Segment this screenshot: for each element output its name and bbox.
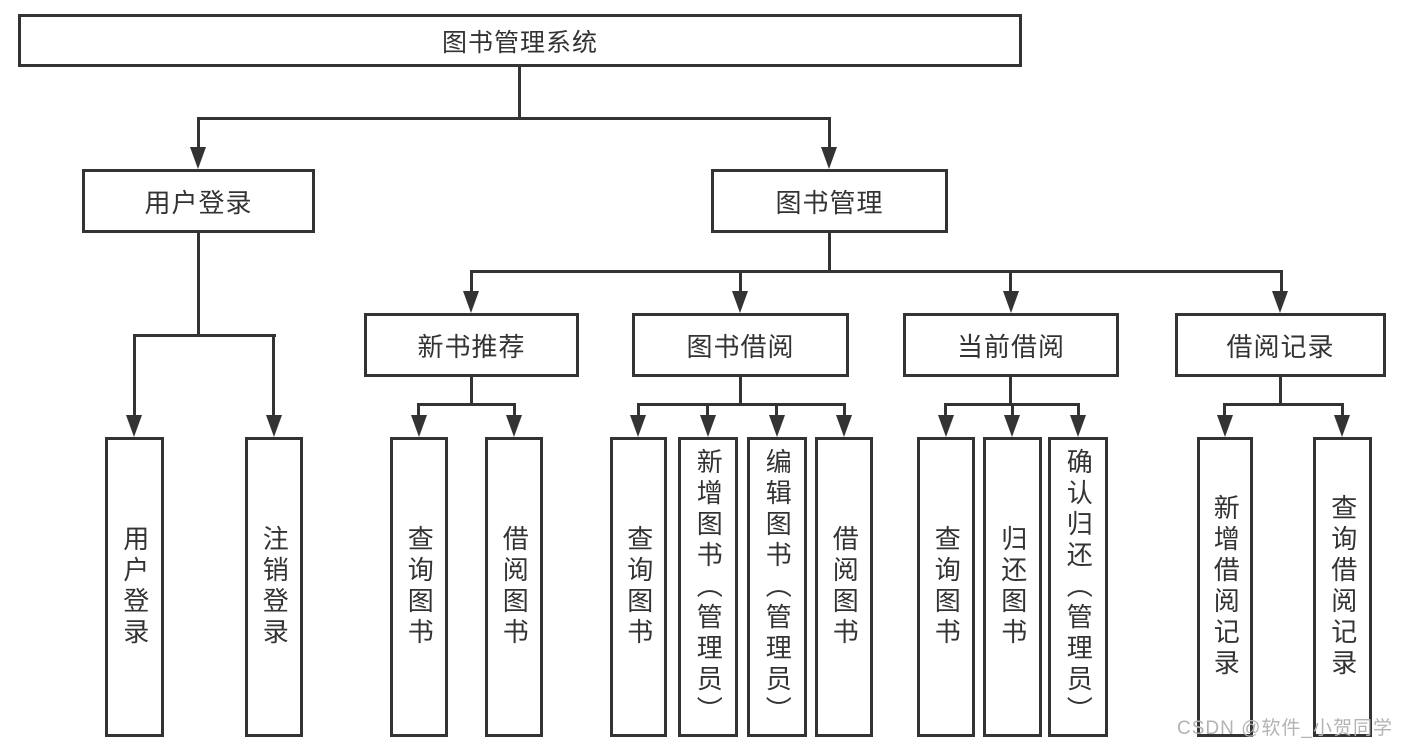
connector-line bbox=[706, 403, 709, 417]
connector-line bbox=[417, 403, 516, 406]
connector-line bbox=[197, 117, 200, 151]
arrow-down-icon bbox=[1070, 415, 1086, 437]
arrow-down-icon bbox=[732, 291, 748, 313]
connector-line bbox=[1009, 270, 1012, 295]
leaf-label: 查询图书 bbox=[623, 525, 654, 649]
connector-line bbox=[518, 67, 521, 120]
connector-line bbox=[1280, 270, 1283, 295]
leaf-label: 查询图书 bbox=[931, 525, 962, 649]
arrow-down-icon bbox=[769, 415, 785, 437]
connector-line bbox=[197, 233, 200, 337]
arrow-down-icon bbox=[506, 415, 522, 437]
node-new-book-recommend: 新书推荐 bbox=[364, 313, 579, 377]
connector-line bbox=[1279, 377, 1282, 406]
connector-line bbox=[1341, 403, 1344, 417]
leaf-label: 新增借阅记录 bbox=[1210, 494, 1241, 680]
arrow-down-icon bbox=[821, 147, 837, 169]
connector-line bbox=[1011, 403, 1014, 417]
leaf-confirm-return-admin: 确认归还（管理员） bbox=[1048, 437, 1108, 737]
arrow-down-icon bbox=[1217, 415, 1233, 437]
node-user-login: 用户登录 bbox=[82, 169, 315, 233]
connector-line bbox=[828, 117, 831, 151]
node-label: 图书管理系统 bbox=[441, 28, 598, 57]
node-current-borrow: 当前借阅 bbox=[903, 313, 1119, 377]
connector-line bbox=[470, 270, 473, 295]
arrow-down-icon bbox=[126, 415, 142, 437]
leaf-edit-books-admin: 编辑图书（管理员） bbox=[747, 437, 807, 737]
connector-line bbox=[1223, 403, 1344, 406]
node-label: 借阅记录 bbox=[1226, 331, 1335, 362]
leaf-label: 编辑图书（管理员） bbox=[762, 447, 793, 727]
arrow-down-icon bbox=[938, 415, 954, 437]
connector-line bbox=[828, 233, 831, 273]
node-label: 新书推荐 bbox=[417, 331, 526, 362]
connector-line bbox=[133, 334, 276, 337]
arrow-down-icon bbox=[190, 147, 206, 169]
arrow-down-icon bbox=[411, 415, 427, 437]
connector-line bbox=[843, 403, 846, 417]
node-label: 用户登录 bbox=[144, 187, 253, 218]
leaf-query-books-current: 查询图书 bbox=[917, 437, 975, 737]
leaf-add-borrow-record: 新增借阅记录 bbox=[1197, 437, 1253, 737]
connector-line bbox=[739, 377, 742, 406]
node-borrow-records: 借阅记录 bbox=[1175, 313, 1386, 377]
leaf-return-books: 归还图书 bbox=[983, 437, 1042, 737]
leaf-label: 归还图书 bbox=[997, 525, 1028, 649]
connector-line bbox=[944, 403, 947, 417]
leaf-label: 查询图书 bbox=[404, 525, 435, 649]
connector-line bbox=[470, 270, 1283, 273]
arrow-down-icon bbox=[1272, 291, 1288, 313]
leaf-borrow-books-recommend: 借阅图书 bbox=[485, 437, 543, 737]
arrow-down-icon bbox=[836, 415, 852, 437]
connector-line bbox=[513, 403, 516, 417]
leaf-add-books-admin: 新增图书（管理员） bbox=[678, 437, 738, 737]
leaf-label: 查询借阅记录 bbox=[1327, 494, 1358, 680]
leaf-logout: 注销登录 bbox=[245, 437, 303, 737]
arrow-down-icon bbox=[1003, 291, 1019, 313]
connector-line bbox=[1009, 377, 1012, 406]
leaf-query-books-borrow: 查询图书 bbox=[610, 437, 667, 737]
connector-line bbox=[133, 334, 136, 416]
arrow-down-icon bbox=[463, 291, 479, 313]
watermark: CSDN @软件_小贺同学 bbox=[1177, 718, 1393, 739]
node-label: 当前借阅 bbox=[956, 331, 1065, 362]
arrow-down-icon bbox=[700, 415, 716, 437]
leaf-label: 借阅图书 bbox=[499, 525, 530, 649]
connector-line bbox=[197, 117, 831, 120]
arrow-down-icon bbox=[266, 415, 282, 437]
arrow-down-icon bbox=[1004, 415, 1020, 437]
connector-line bbox=[775, 403, 778, 417]
leaf-query-books-recommend: 查询图书 bbox=[390, 437, 448, 737]
leaf-label: 注销登录 bbox=[259, 525, 290, 649]
connector-line bbox=[637, 403, 846, 406]
leaf-label: 确认归还（管理员） bbox=[1063, 447, 1094, 727]
leaf-label: 借阅图书 bbox=[829, 525, 860, 649]
node-label: 图书管理 bbox=[775, 187, 884, 218]
node-book-management: 图书管理 bbox=[711, 169, 948, 233]
arrow-down-icon bbox=[1334, 415, 1350, 437]
connector-line bbox=[417, 403, 420, 417]
leaf-borrow-books: 借阅图书 bbox=[815, 437, 873, 737]
connector-line bbox=[1077, 403, 1080, 417]
connector-line bbox=[637, 403, 640, 417]
node-root: 图书管理系统 bbox=[18, 14, 1022, 67]
connector-line bbox=[1223, 403, 1226, 417]
arrow-down-icon bbox=[630, 415, 646, 437]
leaf-user-login: 用户登录 bbox=[105, 437, 164, 737]
leaf-query-borrow-record: 查询借阅记录 bbox=[1313, 437, 1372, 737]
connector-line bbox=[470, 377, 473, 406]
connector-line bbox=[739, 270, 742, 295]
leaf-label: 用户登录 bbox=[119, 525, 150, 649]
leaf-label: 新增图书（管理员） bbox=[693, 447, 724, 727]
node-book-borrow: 图书借阅 bbox=[632, 313, 849, 377]
node-label: 图书借阅 bbox=[686, 331, 795, 362]
connector-line bbox=[272, 334, 275, 416]
